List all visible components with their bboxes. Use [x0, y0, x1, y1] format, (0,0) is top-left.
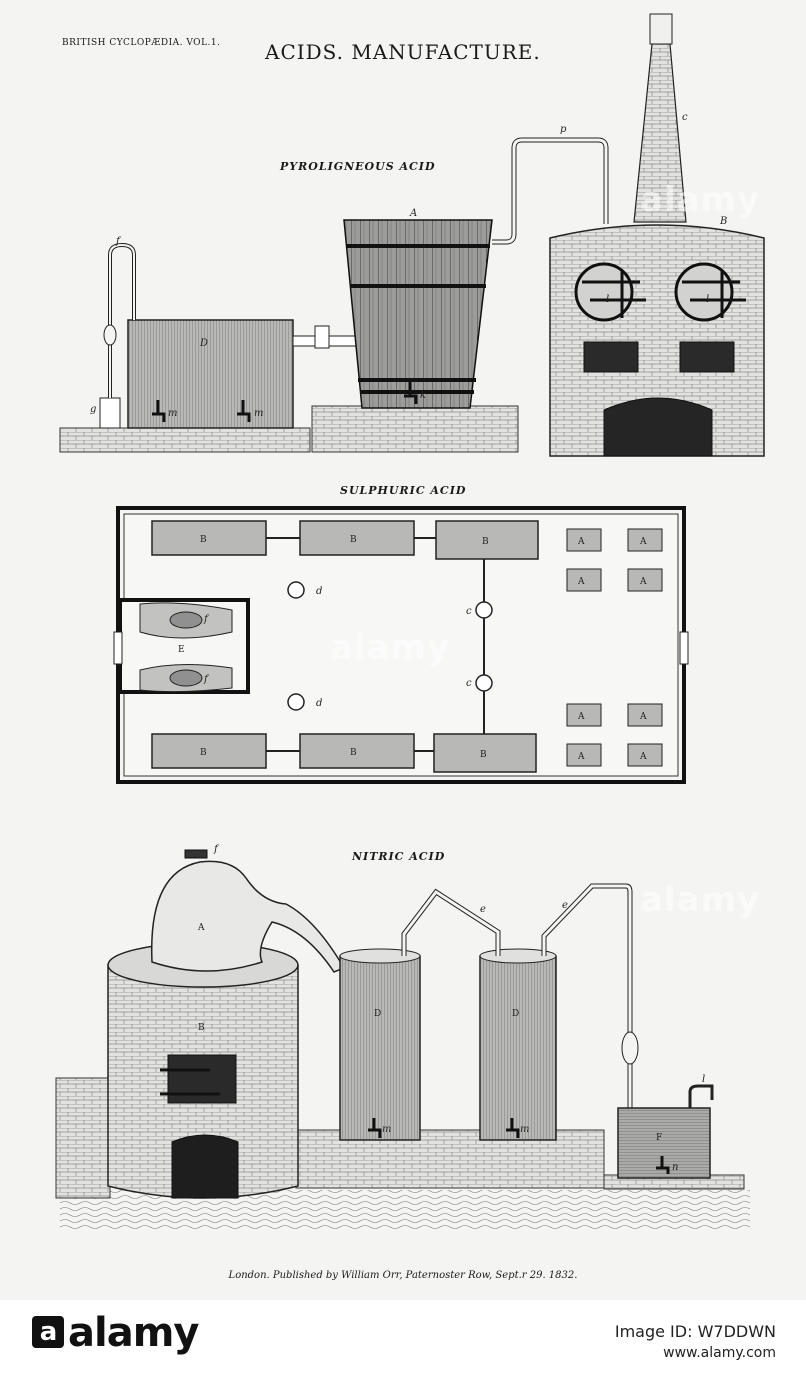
- label-c: c: [682, 112, 688, 123]
- section-title-sulphuric: SULPHURIC ACID: [340, 484, 467, 497]
- label-m-n2: m: [520, 1124, 529, 1135]
- sulphuric-figure: [113, 506, 689, 784]
- receiver-d: [479, 955, 557, 1141]
- label-a-s3: A: [577, 577, 585, 587]
- label-d: D: [199, 338, 208, 349]
- tap-m-icon: [506, 1118, 520, 1138]
- pyroligneous-figure: [59, 13, 765, 457]
- label-f-s2: f: [203, 674, 210, 685]
- label-b-s4: B: [200, 748, 207, 758]
- label-a-s5: A: [577, 712, 585, 722]
- label-m-2: m: [254, 408, 263, 419]
- label-l-n: l: [702, 1074, 705, 1085]
- tap-m-icon: [237, 400, 251, 422]
- retort-a: [150, 860, 346, 973]
- label-a-s2: A: [639, 537, 647, 547]
- label-c-s2: c: [466, 678, 472, 689]
- label-e-n2: e: [562, 900, 568, 911]
- label-f-s1: f: [203, 614, 210, 625]
- label-a-s8: A: [639, 752, 647, 762]
- label-l-2: l: [706, 294, 709, 305]
- label-d-n1: D: [374, 1009, 381, 1019]
- tap-m-icon: [152, 400, 166, 422]
- label-a-s7: A: [577, 752, 585, 762]
- label-b-n: B: [198, 1023, 205, 1033]
- label-f: f: [115, 236, 122, 247]
- label-c-s1: c: [466, 606, 472, 617]
- label-g: g: [90, 404, 96, 415]
- image-id: Image ID: W7DDWN: [614, 1322, 776, 1341]
- section-title-pyroligneous: PYROLIGNEOUS ACID: [280, 160, 436, 173]
- label-f-vessel: F: [656, 1133, 662, 1143]
- site-link[interactable]: www.alamy.com: [663, 1345, 776, 1361]
- label-k: k: [420, 390, 426, 401]
- label-e-n1: e: [480, 904, 486, 915]
- tap-k-icon: [404, 378, 418, 404]
- page-title: ACIDS. MANUFACTURE.: [265, 40, 541, 64]
- nitric-figure: [55, 849, 750, 1230]
- publication-header: BRITISH CYCLOPÆDIA. VOL.1.: [62, 38, 221, 48]
- stock-info: Image ID: W7DDWN www.alamy.com: [615, 1322, 776, 1361]
- stock-footer-bar: [0, 1300, 806, 1390]
- label-d-s1: d: [316, 586, 322, 597]
- label-e: E: [178, 645, 185, 655]
- logo-text: alamy: [68, 1310, 199, 1356]
- watermark: alamy: [640, 180, 761, 220]
- label-b: B: [719, 216, 727, 227]
- label-a-n: A: [197, 923, 205, 933]
- label-n: n: [672, 1162, 678, 1173]
- engraving-drawing: A B c D f g m m k p l l B B B B B B A A …: [55, 13, 765, 1230]
- tap-n-icon: [656, 1156, 670, 1174]
- engraving-plate: A B c D f g m m k p l l B B B B B B A A …: [0, 0, 806, 1300]
- label-d-n2: D: [512, 1009, 519, 1019]
- vessel-f: [617, 1107, 711, 1179]
- section-title-nitric: NITRIC ACID: [352, 850, 446, 863]
- tap-m-icon: [368, 1118, 382, 1138]
- label-a-s6: A: [639, 712, 647, 722]
- tank-d: [127, 319, 294, 429]
- label-b-s2: B: [350, 535, 357, 545]
- watermark: alamy: [640, 880, 761, 920]
- label-m-n1: m: [382, 1124, 391, 1135]
- label-a-s1: A: [577, 537, 585, 547]
- receiver-d: [339, 955, 421, 1141]
- label-a: A: [409, 208, 417, 219]
- label-d-s2: d: [316, 698, 322, 709]
- label-a-s4: A: [639, 577, 647, 587]
- label-m: m: [168, 408, 177, 419]
- vessel-a: [343, 219, 493, 409]
- label-f-n: f: [213, 844, 220, 855]
- label-b-s6: B: [480, 750, 487, 760]
- alamy-logo-icon: a: [32, 1316, 64, 1348]
- label-b-s1: B: [200, 535, 207, 545]
- label-p: p: [560, 124, 567, 135]
- label-l: l: [606, 294, 609, 305]
- watermark: alamy: [330, 628, 451, 668]
- label-b-s5: B: [350, 748, 357, 758]
- label-b-s3: B: [482, 537, 489, 547]
- imprint-line: London. Published by William Orr, Patern…: [228, 1270, 578, 1281]
